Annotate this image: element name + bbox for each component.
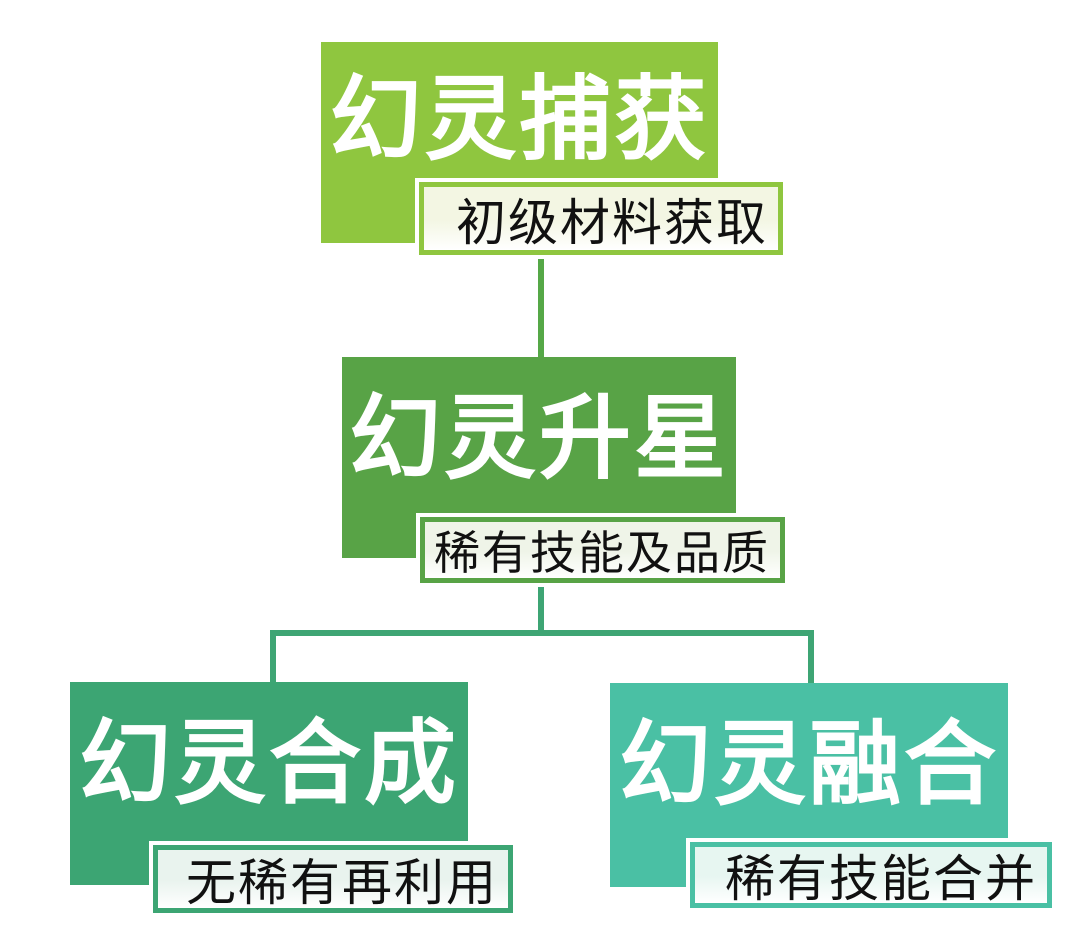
- connector-tree-right-drop: [808, 630, 814, 684]
- subtitle-label: 无稀有再利用: [186, 855, 498, 911]
- node-phantom-capture-title: 幻灵捕获: [329, 69, 710, 171]
- subtitle-label: 稀有技能合并: [725, 851, 1037, 907]
- connector-tree-horizontal: [270, 630, 814, 636]
- node-phantom-fusion-title: 幻灵融合: [618, 714, 999, 816]
- node-phantom-fusion: 幻灵融合: [610, 683, 1008, 887]
- connector-tree-left-drop: [270, 630, 276, 684]
- node-phantom-fusion-subtitle: 稀有技能合并: [686, 838, 1056, 912]
- connector-tree-center-drop: [538, 578, 544, 636]
- subtitle-label: 初级材料获取: [456, 194, 768, 251]
- node-phantom-synthesis-subtitle: 无稀有再利用: [149, 841, 517, 917]
- node-phantom-starup-subtitle: 稀有技能及品质: [416, 513, 789, 587]
- node-phantom-starup-title: 幻灵升星: [348, 388, 729, 490]
- node-phantom-synthesis-title: 幻灵合成: [78, 713, 459, 815]
- node-phantom-capture-subtitle: 初级材料获取: [415, 178, 787, 259]
- subtitle-label: 稀有技能及品质: [434, 527, 770, 579]
- connector-capture-to-starup: [538, 247, 544, 359]
